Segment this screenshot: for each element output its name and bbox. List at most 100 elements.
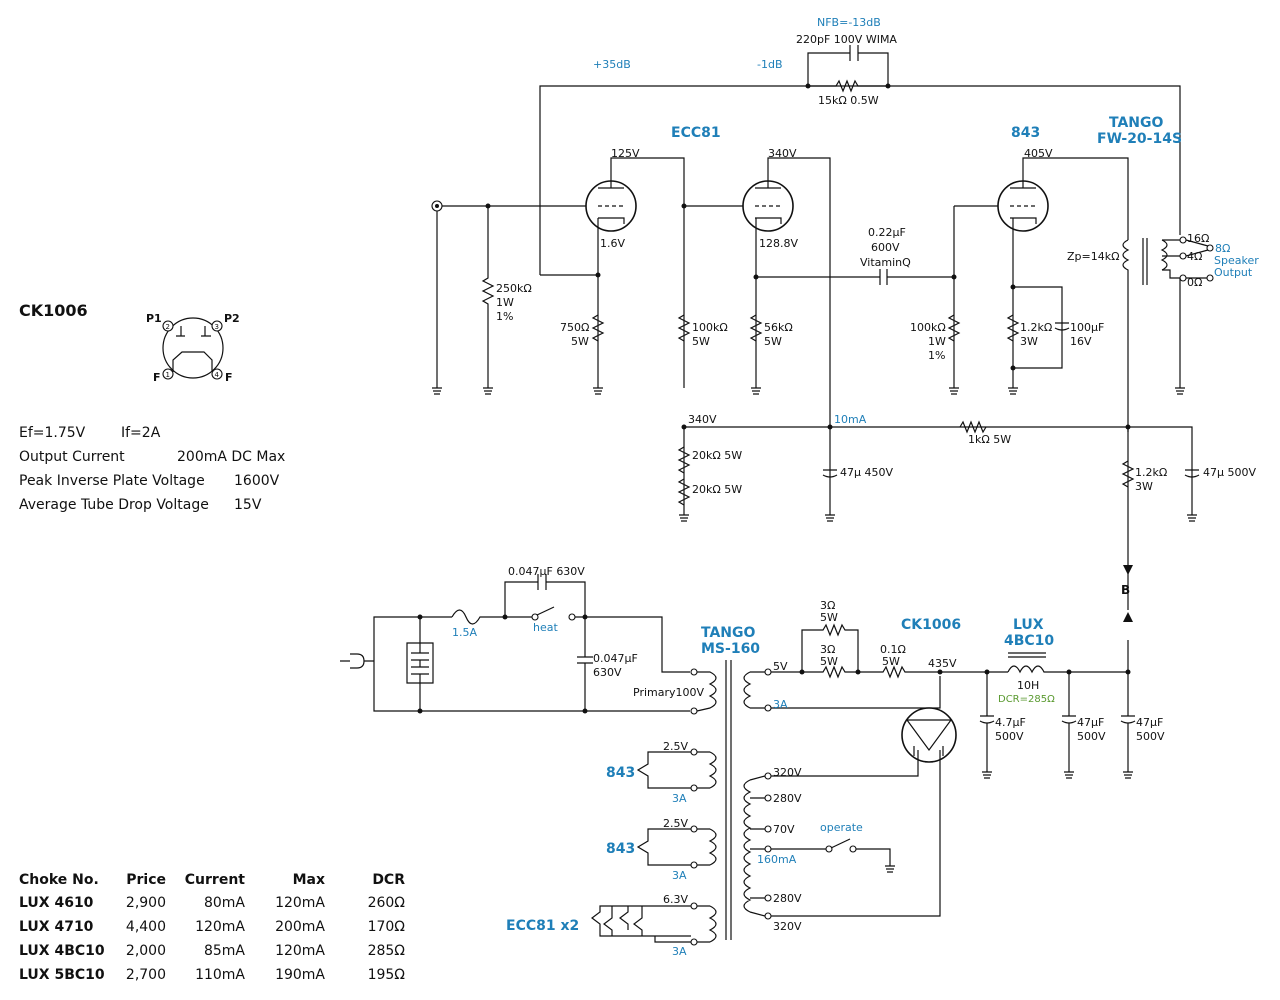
schematic-label: 15V <box>234 497 262 513</box>
schematic-label: +35dB <box>593 58 631 71</box>
schematic-label: B <box>1121 583 1130 597</box>
schematic-label: 405V <box>1024 147 1053 160</box>
schematic-label: 15kΩ 0.5W <box>818 94 879 107</box>
rectifier-specs: Ef=1.75V If=2A Output Current 200mA DC M… <box>19 425 285 513</box>
schematic-label: 5W <box>571 335 589 348</box>
schematic-label: 1600V <box>234 473 280 489</box>
schematic-label: 1.5A <box>452 626 477 639</box>
schematic-label: Primary100V <box>633 686 705 699</box>
schematic-label: 125V <box>611 147 640 160</box>
schematic-label: 250kΩ <box>496 282 532 295</box>
schematic-label: 750Ω <box>560 321 589 334</box>
schematic-label: TANGO <box>701 625 756 641</box>
schematic-label: Zp=14kΩ <box>1067 250 1120 263</box>
table-header: Current <box>185 872 246 888</box>
schematic-label: VitaminQ <box>860 256 911 269</box>
schematic-label: 435V <box>928 657 957 670</box>
schematic-label: 3Ω <box>820 643 835 656</box>
table-header: Price <box>126 872 166 888</box>
schematic-label: 100kΩ <box>910 321 946 334</box>
schematic-label: 4Ω <box>1187 250 1202 263</box>
schematic-label: 4 <box>215 371 220 379</box>
schematic-label: 0.1Ω <box>880 643 906 656</box>
schematic-label: 320V <box>773 766 802 779</box>
table-cell: 170Ω <box>368 919 406 935</box>
schematic-label: 2.5V <box>663 817 688 830</box>
schematic-label: 10H <box>1017 679 1039 692</box>
schematic-label: 1.2kΩ <box>1020 321 1052 334</box>
table-header: Choke No. <box>19 872 99 888</box>
table-cell: 2,000 <box>126 943 166 959</box>
schematic-label: Speaker <box>1214 254 1259 267</box>
table-cell: 120mA <box>195 919 245 935</box>
schematic-label: 1kΩ 5W <box>968 433 1011 446</box>
table-header: Max <box>293 872 325 888</box>
schematic-label: 0.047µF <box>593 652 638 665</box>
schematic-label: 128.8V <box>759 237 798 250</box>
schematic-label: Output <box>1214 266 1253 279</box>
schematic-label: 20kΩ 5W <box>692 449 742 462</box>
schematic-label: ECC81 x2 <box>506 918 579 934</box>
schematic-label: Ef=1.75V <box>19 425 86 441</box>
schematic-label: TANGO <box>1109 115 1164 131</box>
schematic-label: 5V <box>773 660 788 673</box>
schematic-label: 843 <box>606 841 635 857</box>
schematic-label: MS-160 <box>701 641 760 657</box>
ck1006-rectifier-tube <box>901 707 957 763</box>
schematic-label: Peak Inverse Plate Voltage <box>19 473 205 489</box>
schematic-label: LUX <box>1013 617 1044 633</box>
schematic-label: 6.3V <box>663 893 688 906</box>
schematic-label: 3A <box>672 945 687 958</box>
schematic-label: 630V <box>593 666 622 679</box>
amplifier-circuit: NFB=-13dB 220pF 100V WIMA 15kΩ 0.5W +35d… <box>431 16 1259 622</box>
table-cell: LUX 4BC10 <box>19 943 105 959</box>
schematic-label: 100µF <box>1070 321 1104 334</box>
schematic-label: 843 <box>606 765 635 781</box>
table-cell: 260Ω <box>368 895 406 911</box>
schematic-label: P1 <box>146 312 162 325</box>
schematic-label: 600V <box>871 241 900 254</box>
schematic-label: F <box>153 371 161 384</box>
schematic-label: 47µ 500V <box>1203 466 1256 479</box>
schematic-label: 3Ω <box>820 599 835 612</box>
schematic-label: 0.047µF 630V <box>508 565 585 578</box>
schematic-label: 340V <box>768 147 797 160</box>
schematic-label: 5W <box>882 655 900 668</box>
choke-table: Choke No. Price Current Max DCR LUX 4610… <box>19 872 405 983</box>
schematic-label: P2 <box>224 312 240 325</box>
schematic-label: 10mA <box>834 413 867 426</box>
schematic-label: 4BC10 <box>1004 633 1054 649</box>
schematic-label: 3 <box>215 323 219 331</box>
schematic-label: Average Tube Drop Voltage <box>19 497 209 513</box>
schematic-label: 47µF <box>1136 716 1163 729</box>
power-supply-circuit: 0.047µF 630V 1.5A heat 0.047µF 630V TANG… <box>340 565 1165 958</box>
rectifier-title: CK1006 <box>19 301 88 320</box>
ck1006-pinout-diagram: 2 3 1 4 P1 P2 F F <box>146 312 240 384</box>
schematic-label: 5W <box>820 655 838 668</box>
schematic-label: 220pF 100V WIMA <box>796 33 897 46</box>
schematic-label: -1dB <box>757 58 783 71</box>
schematic-label: 280V <box>773 792 802 805</box>
schematic-label: 843 <box>1011 125 1040 141</box>
table-cell: 120mA <box>275 895 325 911</box>
schematic-label: If=2A <box>121 425 161 441</box>
table-cell: 85mA <box>204 943 245 959</box>
table-cell: 110mA <box>195 967 245 983</box>
schematic-label: 1% <box>496 310 513 323</box>
schematic-label: 56kΩ <box>764 321 793 334</box>
schematic-label: Output Current <box>19 449 125 465</box>
schematic-label: 3W <box>1135 480 1153 493</box>
schematic-label: 1% <box>928 349 945 362</box>
table-cell: 190mA <box>275 967 325 983</box>
table-cell: LUX 5BC10 <box>19 967 105 983</box>
schematic-label: heat <box>533 621 558 634</box>
schematic-label: 47µF <box>1077 716 1104 729</box>
table-cell: LUX 4710 <box>19 919 94 935</box>
schematic-label: 280V <box>773 892 802 905</box>
schematic-label: 1.6V <box>600 237 625 250</box>
schematic-label: 8Ω <box>1215 242 1230 255</box>
schematic-label: 3A <box>672 792 687 805</box>
schematic-label: 47µ 450V <box>840 466 893 479</box>
schematic-label: 5W <box>692 335 710 348</box>
